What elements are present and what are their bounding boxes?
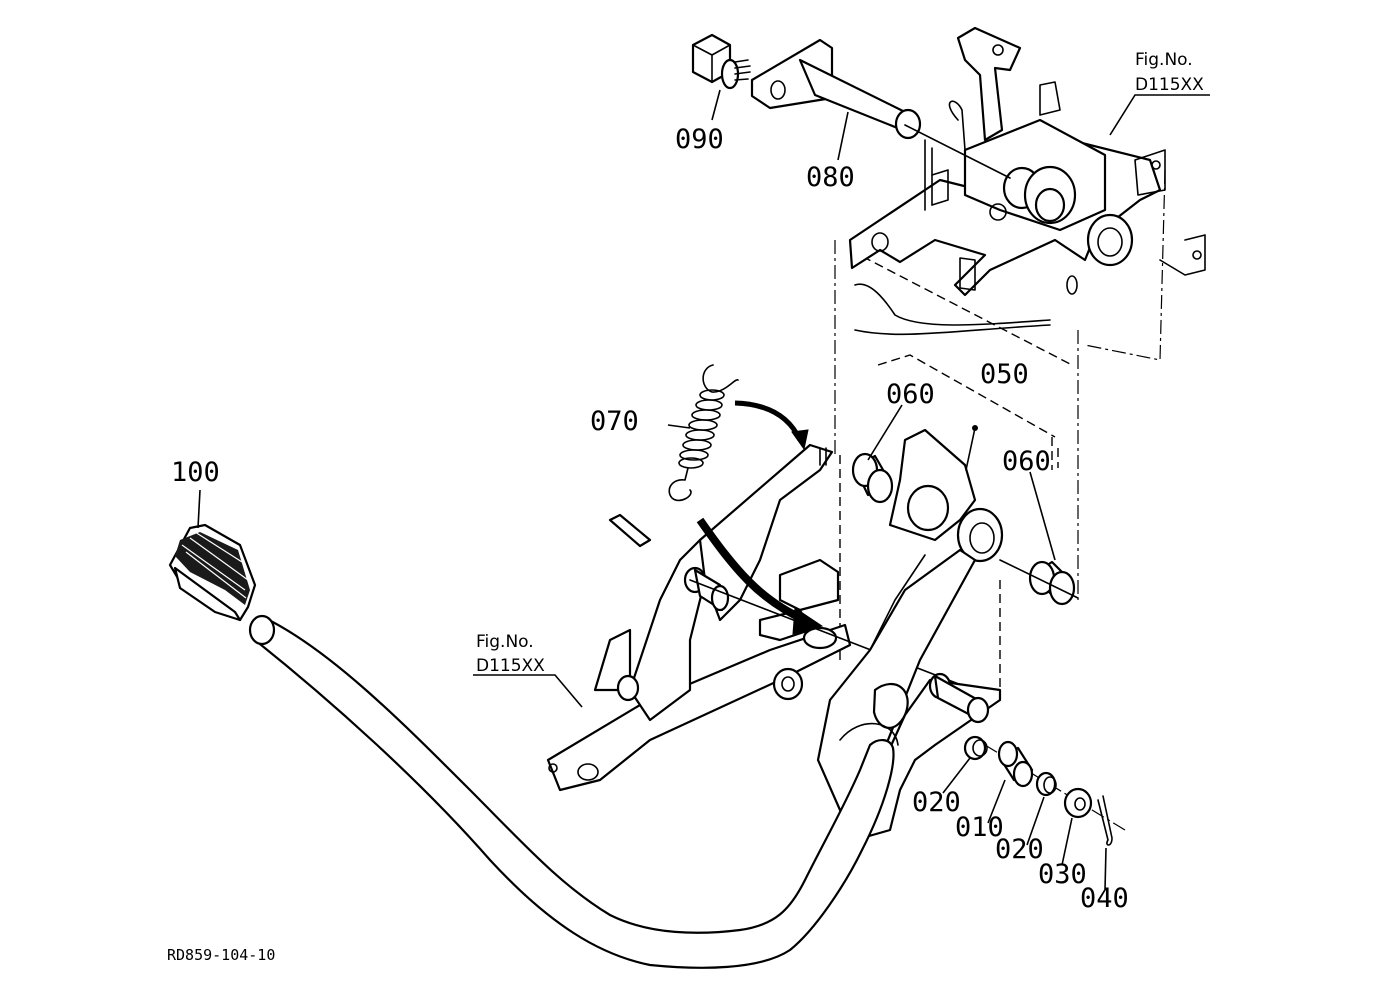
pedal-arm-050	[816, 425, 1004, 842]
figure-ref-left-line2: D115XX	[476, 656, 545, 676]
label-100: 100	[171, 457, 220, 488]
label-010: 010	[955, 812, 1004, 843]
label-080: 080	[806, 162, 855, 193]
drawing-code: RD859-104-10	[167, 946, 275, 964]
label-060-b: 060	[1002, 446, 1051, 477]
figure-ref-top-line1: Fig.No.	[1135, 50, 1193, 70]
hardware-stack	[963, 735, 1126, 846]
upper-bracket-assembly	[834, 26, 1206, 600]
lower-bracket-assembly	[546, 443, 1001, 792]
label-050: 050	[980, 359, 1029, 390]
lever-rod	[248, 614, 899, 969]
label-020-b: 020	[995, 834, 1044, 865]
leader-lines	[197, 89, 1210, 891]
label-070: 070	[590, 406, 639, 437]
label-020-a: 020	[912, 787, 961, 818]
spring-070	[668, 364, 809, 502]
pin-080	[750, 38, 1011, 179]
figure-ref-left-line1: Fig.No.	[476, 632, 534, 652]
label-040: 040	[1080, 883, 1129, 914]
bushing-060-b	[999, 559, 1079, 606]
bolt-090	[691, 33, 751, 90]
figure-reference-left: Fig.No. D115XX	[476, 632, 545, 676]
grip-100	[168, 523, 257, 622]
bushing-060-a	[851, 452, 894, 504]
label-030: 030	[1038, 859, 1087, 890]
part-labels: 090 080 070 060 050 060 100 020 010 020 …	[171, 124, 1129, 914]
figure-ref-top-line2: D115XX	[1135, 75, 1204, 95]
figure-reference-top: Fig.No. D115XX	[1135, 50, 1204, 95]
label-090: 090	[675, 124, 724, 155]
label-060-a: 060	[886, 379, 935, 410]
